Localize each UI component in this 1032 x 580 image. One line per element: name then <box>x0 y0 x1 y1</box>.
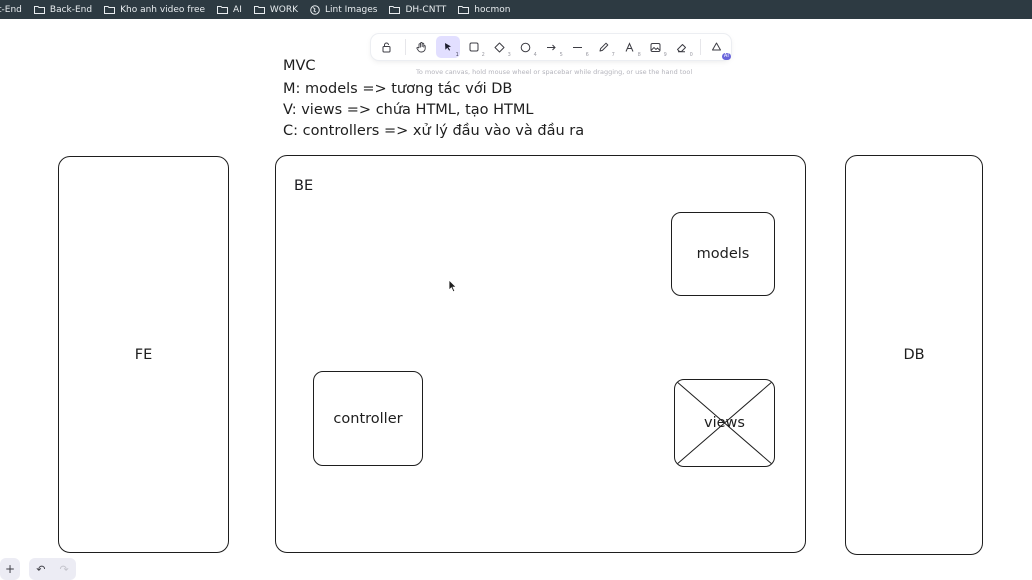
toolbar-divider <box>405 39 406 55</box>
shortcut-key: 0 <box>689 52 693 58</box>
views-box[interactable]: views <box>674 379 775 467</box>
shortcut-key: 6 <box>585 52 589 58</box>
selection-tool-button[interactable]: 1 <box>436 36 460 58</box>
plus-icon: + <box>4 562 16 576</box>
bookmark-dh-cntt[interactable]: DH-CNTT <box>389 5 446 15</box>
hand-icon <box>416 41 427 52</box>
circle-icon <box>521 42 531 52</box>
diamond-tool-button[interactable]: 3 <box>488 36 512 58</box>
shapes-icon <box>712 42 722 50</box>
bookmark-kho-anh[interactable]: Kho anh video free <box>104 5 205 15</box>
note-controllers[interactable]: C: controllers => xử lý đầu vào và đầu r… <box>283 123 585 139</box>
views-label: views <box>704 415 745 431</box>
bookmark-label: Kho anh video free <box>120 4 206 15</box>
bookmark-work[interactable]: WORK <box>253 4 298 15</box>
toolbar-divider <box>700 39 701 55</box>
arrow-right-icon <box>547 44 557 50</box>
zoom-in-button[interactable]: + <box>0 558 20 580</box>
folder-icon <box>33 6 45 14</box>
db-box[interactable]: DB <box>845 155 983 555</box>
folder-icon <box>253 6 265 14</box>
note-title[interactable]: MVC <box>283 58 316 74</box>
rectangle-tool-button[interactable]: 2 <box>462 36 486 58</box>
undo-redo-group: ↶ ↷ <box>29 558 76 580</box>
shortcut-key: 1 <box>455 52 459 58</box>
folder-icon <box>458 6 470 14</box>
eraser-icon <box>677 43 687 52</box>
shortcut-key: 8 <box>637 52 641 58</box>
lock-icon <box>382 42 391 52</box>
folder-icon <box>389 6 401 14</box>
models-label: models <box>696 246 750 262</box>
line-tool-button[interactable]: 6 <box>566 36 590 58</box>
eraser-tool-button[interactable]: 0 <box>670 36 694 58</box>
canvas-toolbar: 1 2 3 4 5 6 7 8 9 0 AI <box>371 34 731 60</box>
bookmark-back-end[interactable]: Back-End <box>33 4 93 15</box>
shortcut-key: 5 <box>559 52 563 58</box>
pointer-icon <box>444 43 451 51</box>
shortcut-key: 2 <box>481 52 485 58</box>
be-box[interactable] <box>275 155 806 553</box>
controller-label: controller <box>333 410 403 427</box>
lock-tool-button[interactable] <box>375 36 399 58</box>
redo-icon[interactable]: ↷ <box>59 562 69 576</box>
line-icon <box>573 46 583 48</box>
bookmark-label: AI <box>233 4 242 15</box>
be-label: BE <box>294 178 314 194</box>
ellipse-tool-button[interactable]: 4 <box>514 36 538 58</box>
bookmark-label: Back-End <box>49 4 93 15</box>
more-tools-button[interactable]: AI <box>705 36 731 60</box>
fe-label: FE <box>134 346 153 363</box>
square-icon <box>469 42 479 52</box>
image-tool-button[interactable]: 9 <box>644 36 668 58</box>
diamond-icon <box>494 42 505 52</box>
mouse-cursor-icon <box>448 279 458 293</box>
shortcut-key: 3 <box>507 52 511 58</box>
shortcut-key: 4 <box>533 52 537 58</box>
db-label: DB <box>903 347 925 363</box>
folder-icon <box>104 6 116 14</box>
pencil-icon <box>599 42 609 51</box>
views-cross-icon <box>675 380 774 466</box>
text-icon <box>625 41 634 52</box>
models-box[interactable]: models <box>671 212 775 296</box>
bookmark-label: t-End <box>0 4 22 15</box>
bookmarks-bar: t-End Back-End Kho anh video free AI WOR… <box>0 0 1032 19</box>
ai-badge: AI <box>721 53 731 60</box>
controller-box[interactable]: controller <box>313 371 423 466</box>
bookmark-label: hocmon <box>474 4 511 15</box>
fe-box[interactable]: FE <box>58 156 229 553</box>
note-views[interactable]: V: views => chứa HTML, tạo HTML <box>283 102 534 118</box>
bookmark-lint-images[interactable]: Lint Images <box>310 5 377 15</box>
folder-icon <box>217 6 229 14</box>
undo-icon[interactable]: ↶ <box>36 562 46 576</box>
bookmark-hocmon[interactable]: hocmon <box>458 5 510 15</box>
bookmark-front-end[interactable]: t-End <box>0 5 22 15</box>
canvas-hint: To move canvas, hold mouse wheel or spac… <box>416 68 693 76</box>
globe-icon <box>310 4 320 15</box>
arrow-tool-button[interactable]: 5 <box>540 36 564 58</box>
image-icon <box>650 42 661 52</box>
text-tool-button[interactable]: 8 <box>618 36 642 58</box>
hand-tool-button[interactable] <box>410 36 434 58</box>
bookmark-label: Lint Images <box>325 4 378 15</box>
bookmark-ai[interactable]: AI <box>217 5 242 15</box>
draw-tool-button[interactable]: 7 <box>592 36 616 58</box>
shortcut-key: 9 <box>663 52 667 58</box>
bookmark-label: DH-CNTT <box>405 4 447 15</box>
bookmark-label: WORK <box>269 4 298 15</box>
shortcut-key: 7 <box>611 52 615 58</box>
note-models[interactable]: M: models => tương tác với DB <box>283 81 513 97</box>
